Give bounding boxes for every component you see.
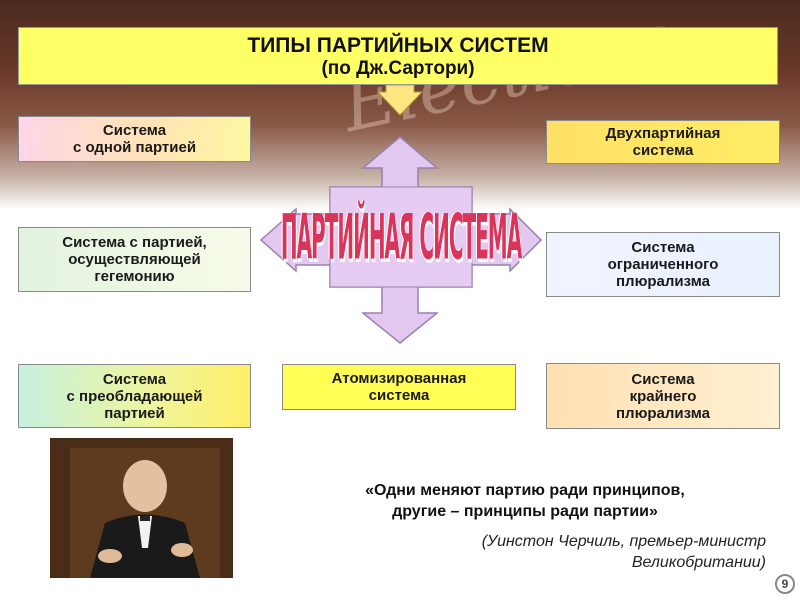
down-arrow-icon — [376, 84, 424, 116]
quote-text: «Одни меняют партию ради принципов, друг… — [365, 482, 685, 520]
box-two-party: Двухпартийная система — [546, 120, 780, 164]
page-number-badge: 9 — [775, 574, 795, 594]
box-hegemonic: Система с партией, осуществляющей гегемо… — [18, 227, 251, 292]
page-title: ТИПЫ ПАРТИЙНЫХ СИСТЕМ — [247, 33, 549, 57]
portrait-image — [50, 438, 233, 578]
center-label-text: ПАРТИЙНАЯ СИСТЕМА — [280, 199, 522, 275]
center-label: ПАРТИЙНАЯ СИСТЕМА — [281, 187, 522, 287]
box-atomized: Атомизированная система — [282, 364, 516, 410]
box-one-party: Система с одной партией — [18, 116, 251, 162]
box-extreme-pluralism: Система крайнего плюрализма — [546, 363, 780, 429]
center-square — [329, 186, 473, 288]
box-limited-pluralism: Система ограниченного плюрализма — [546, 232, 780, 297]
box-predominant: Система с преобладающей партией — [18, 364, 251, 428]
churchill-photo — [50, 438, 233, 578]
title-box: ТИПЫ ПАРТИЙНЫХ СИСТЕМ (по Дж.Сартори) — [18, 27, 778, 85]
quote-attribution: (Уинстон Черчиль, премьер-министр Велико… — [481, 533, 766, 571]
page-subtitle: (по Дж.Сартори) — [321, 57, 475, 79]
